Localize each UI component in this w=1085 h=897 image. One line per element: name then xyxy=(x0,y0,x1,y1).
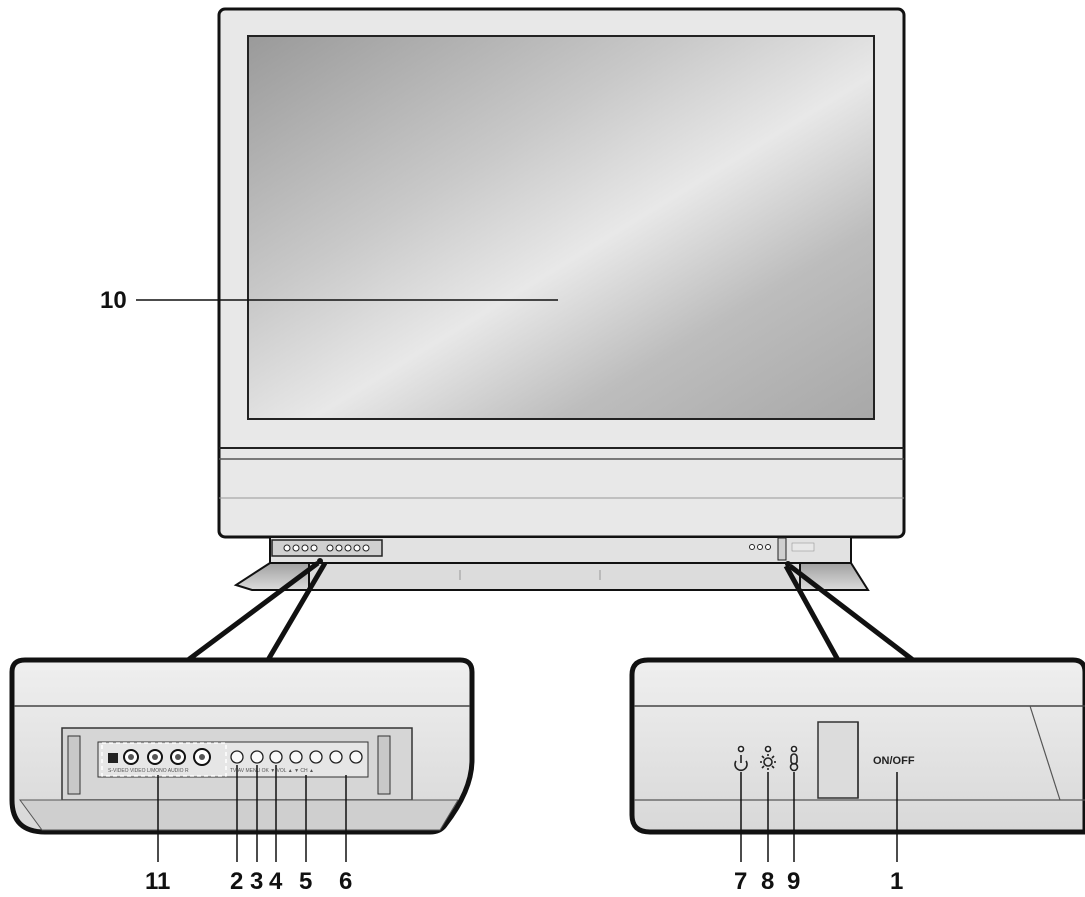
callout-1: 1 xyxy=(890,868,903,895)
left-detail-view xyxy=(9,657,475,835)
callout-2: 2 xyxy=(230,868,243,895)
callout-9: 9 xyxy=(787,868,800,895)
tv-cabinet xyxy=(217,7,906,539)
power-button-label: ON/OFF xyxy=(873,755,915,767)
callout-7: 7 xyxy=(734,868,747,895)
button-4 xyxy=(269,750,283,764)
callout-11: 11 xyxy=(145,868,170,895)
av-input-jacks: S-VIDEO VIDEO L/MONO AUDIO R xyxy=(101,742,227,777)
button-3 xyxy=(250,750,264,764)
screen xyxy=(247,35,875,420)
button-6a xyxy=(329,750,343,764)
power-standby-icon xyxy=(734,745,748,772)
button-5b xyxy=(309,750,323,764)
callout-3: 3 xyxy=(250,868,263,895)
lamp-indicator-icon xyxy=(760,745,776,770)
button-6b xyxy=(349,750,363,764)
zoom-leader-lines xyxy=(186,560,915,663)
temperature-indicator-icon xyxy=(789,745,799,772)
front-control-strip xyxy=(269,536,852,564)
callout-5: 5 xyxy=(299,868,312,895)
callout-10: 10 xyxy=(100,287,127,314)
right-detail-view xyxy=(629,657,1085,835)
power-button-housing xyxy=(817,721,859,799)
callout-8: 8 xyxy=(761,868,774,895)
svg-text:S-VIDEO VIDEO L/MONO AUDIO: S-VIDEO VIDEO L/MONO AUDIO R xyxy=(108,768,189,774)
button-2 xyxy=(230,750,244,764)
callout-4: 4 xyxy=(269,868,283,895)
stand-base xyxy=(233,562,870,591)
svg-text:TV/AV MENU OK ▼ VOL ▲ ▼ CH: TV/AV MENU OK ▼ VOL ▲ ▼ CH ▲ xyxy=(230,768,314,774)
side-control-buttons xyxy=(230,750,363,764)
callout-6: 6 xyxy=(339,868,352,895)
button-5a xyxy=(289,750,303,764)
callout-lines xyxy=(136,299,898,862)
